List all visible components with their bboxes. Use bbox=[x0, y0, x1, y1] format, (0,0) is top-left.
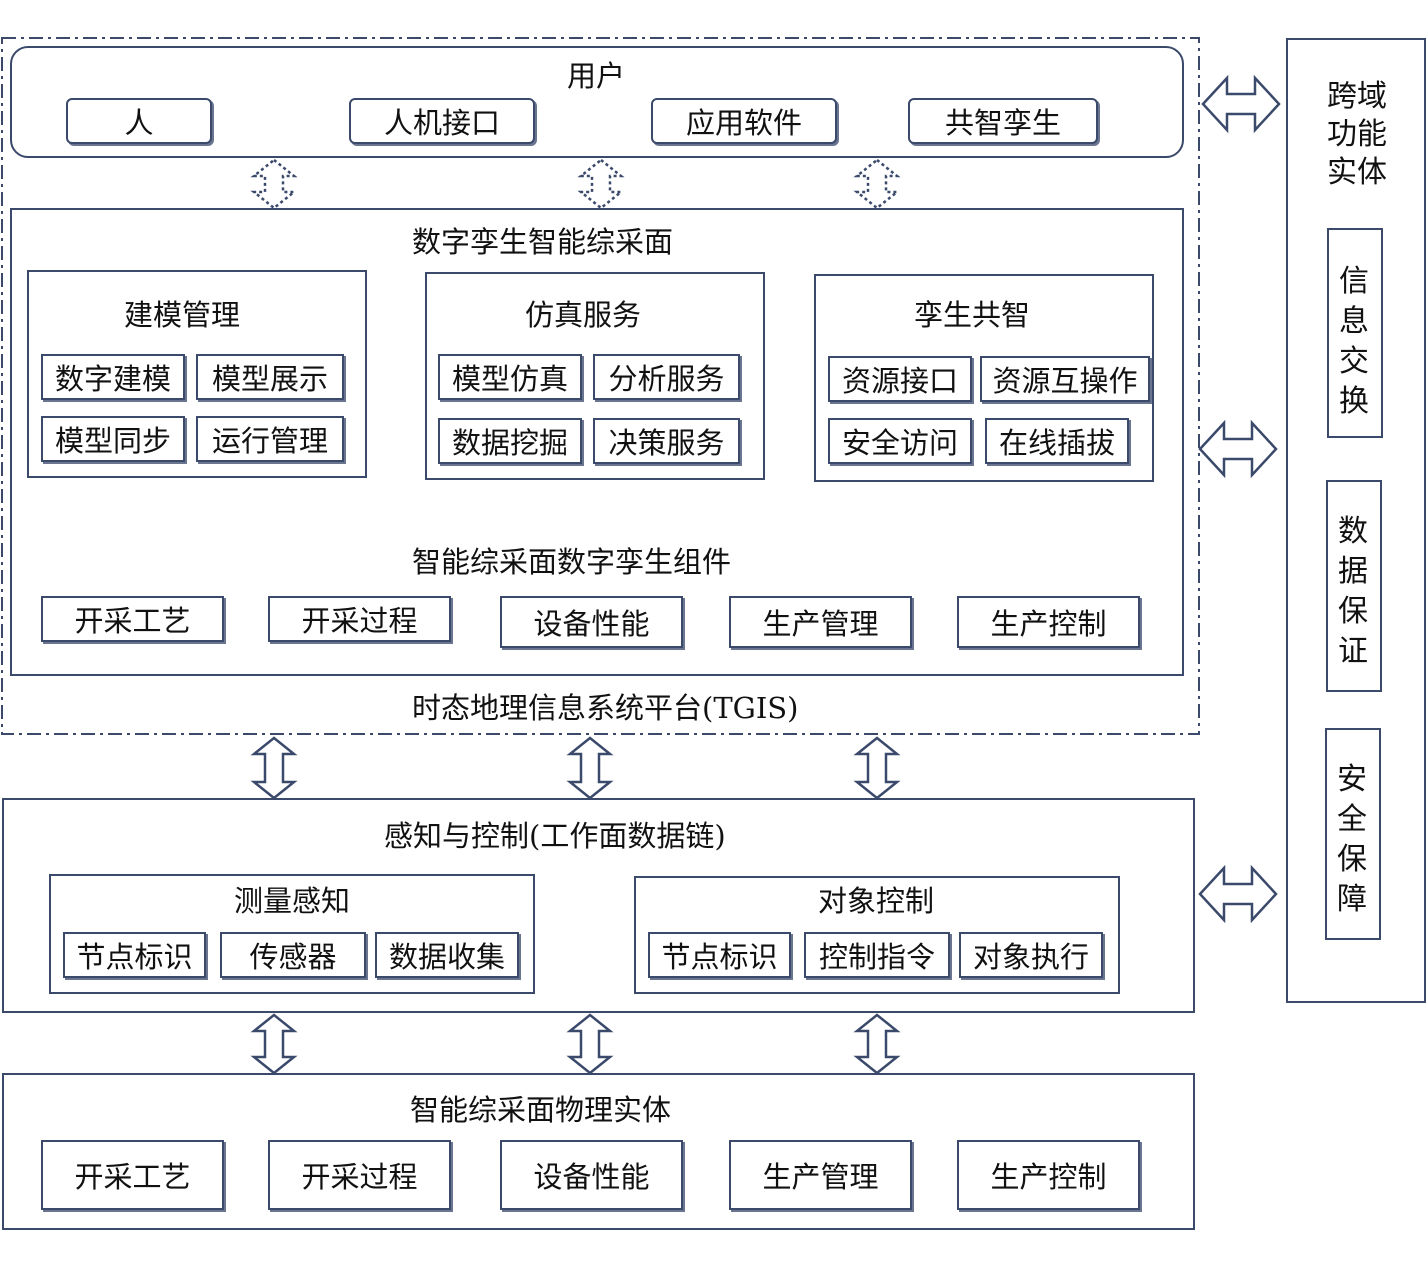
user-item: 人 bbox=[66, 98, 212, 144]
group-item: 对象执行 bbox=[959, 932, 1103, 978]
user-layer-title: 用户 bbox=[567, 59, 626, 93]
sensing-physical-arrow bbox=[566, 1013, 614, 1075]
user-twin-arrow bbox=[853, 158, 901, 210]
physical-item: 开采过程 bbox=[268, 1140, 451, 1210]
cross-domain-item-text: 信息交换 bbox=[1339, 264, 1369, 419]
module-item: 安全访问 bbox=[828, 418, 972, 464]
user-item: 共智孪生 bbox=[908, 98, 1098, 144]
physical-item: 开采工艺 bbox=[41, 1140, 224, 1210]
user-item: 应用软件 bbox=[651, 98, 837, 144]
group-title: 对象控制 bbox=[818, 884, 935, 918]
module-title: 孪生共智 bbox=[914, 298, 1031, 332]
component-item: 设备性能 bbox=[500, 596, 683, 648]
cross-domain-item-text: 安全保障 bbox=[1337, 762, 1367, 917]
group-item: 控制指令 bbox=[804, 932, 950, 978]
cross-domain-item bbox=[1327, 228, 1383, 438]
physical-item: 生产管理 bbox=[729, 1140, 912, 1210]
cross-domain-arrow-twin bbox=[1198, 419, 1278, 479]
user-twin-arrow bbox=[577, 158, 625, 210]
group-item: 节点标识 bbox=[63, 932, 206, 978]
user-twin-arrow bbox=[250, 158, 298, 210]
module-title: 仿真服务 bbox=[525, 298, 642, 332]
twin-layer-title: 数字孪生智能综采面 bbox=[412, 225, 674, 259]
cross-domain-title: 跨域功能实体 bbox=[1327, 79, 1387, 190]
module-item: 分析服务 bbox=[593, 354, 740, 400]
module-item: 运行管理 bbox=[196, 416, 344, 462]
module-item: 模型展示 bbox=[196, 354, 344, 400]
twin-sensing-arrow bbox=[853, 736, 901, 800]
platform-label: 时态地理信息系统平台(TGIS) bbox=[412, 691, 799, 725]
physical-item: 生产控制 bbox=[957, 1140, 1140, 1210]
component-item: 生产控制 bbox=[957, 596, 1140, 648]
sensing-physical-arrow bbox=[853, 1013, 901, 1075]
component-item: 开采工艺 bbox=[41, 596, 224, 642]
twin-sensing-arrow bbox=[566, 736, 614, 800]
cross-domain-arrow-user bbox=[1201, 74, 1281, 134]
group-title: 测量感知 bbox=[234, 884, 351, 918]
module-item: 数字建模 bbox=[41, 354, 185, 400]
module-item: 资源接口 bbox=[828, 356, 972, 402]
group-item: 节点标识 bbox=[648, 932, 791, 978]
cross-domain-item-text: 数据保证 bbox=[1338, 514, 1368, 669]
twin-sensing-arrow bbox=[250, 736, 298, 800]
cross-domain-item bbox=[1326, 480, 1382, 692]
component-item: 开采过程 bbox=[268, 596, 451, 642]
components-title: 智能综采面数字孪生组件 bbox=[412, 545, 732, 579]
module-item: 决策服务 bbox=[593, 418, 740, 464]
sensing-physical-arrow bbox=[250, 1013, 298, 1075]
group-item: 传感器 bbox=[220, 932, 366, 978]
module-item: 数据挖掘 bbox=[438, 418, 582, 464]
tgis-frame bbox=[1, 37, 1200, 735]
component-item: 生产管理 bbox=[729, 596, 912, 648]
module-item: 模型仿真 bbox=[438, 354, 582, 400]
cross-domain-arrow-sensing bbox=[1198, 864, 1278, 924]
physical-item: 设备性能 bbox=[500, 1140, 683, 1210]
module-title: 建模管理 bbox=[124, 298, 241, 332]
module-item: 在线插拔 bbox=[985, 418, 1129, 464]
module-item: 模型同步 bbox=[41, 416, 185, 462]
cross-domain-item bbox=[1325, 728, 1381, 940]
module-item: 资源互操作 bbox=[980, 356, 1150, 402]
user-item: 人机接口 bbox=[349, 98, 535, 144]
group-item: 数据收集 bbox=[375, 932, 519, 978]
sensing-layer-title: 感知与控制(工作面数据链) bbox=[384, 819, 726, 853]
physical-layer-title: 智能综采面物理实体 bbox=[410, 1093, 672, 1127]
